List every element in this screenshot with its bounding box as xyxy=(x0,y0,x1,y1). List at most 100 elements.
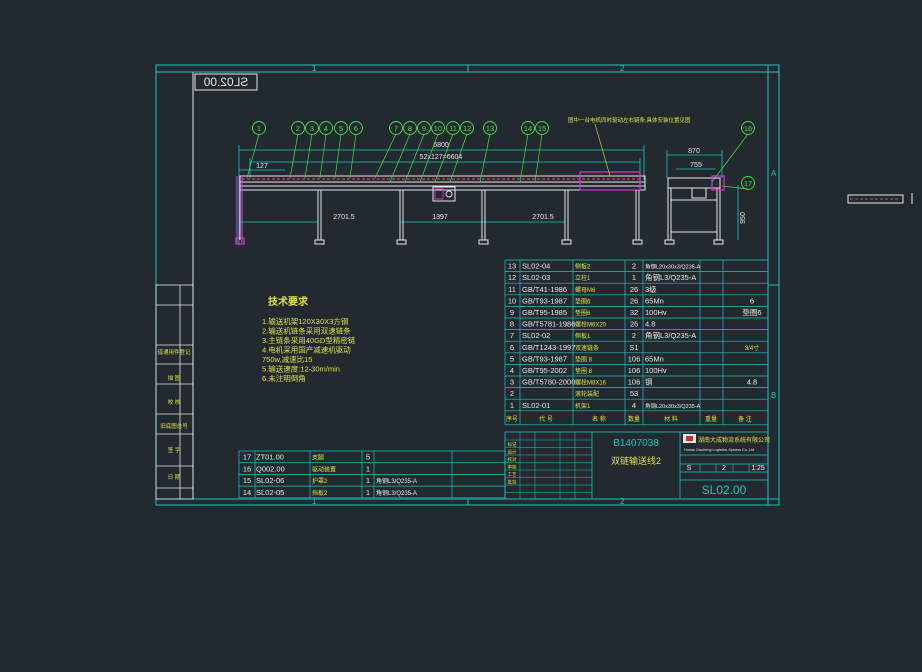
bom-cell-material: 角钢L3/Q235-A xyxy=(645,330,696,340)
dim-span-left: 2701.5 xyxy=(333,214,355,221)
bom-cell-material: 角钢L3/Q235-A xyxy=(645,272,696,282)
callout-leader xyxy=(246,133,260,179)
bom-cell-material: 100Hv xyxy=(645,366,667,375)
callout-balloon xyxy=(305,121,319,135)
zone-bottom-1: 1 xyxy=(312,497,317,506)
mirrored-title-box: SL02.00 xyxy=(194,73,258,91)
sign-row-label: 审核 xyxy=(508,464,517,471)
callout-leader xyxy=(449,133,468,183)
callout-balloon xyxy=(349,121,363,135)
callout-number: 4 xyxy=(324,124,328,133)
bom-lower-qty: 1 xyxy=(366,464,370,473)
bom-cell-qty: 53 xyxy=(630,389,638,398)
notes-item: 6.未注明倒角 xyxy=(262,373,306,383)
bom-cell-qty: 26 xyxy=(630,320,638,329)
bom-header-cell: 代 号 xyxy=(539,415,553,423)
bom-cell-material: 角钢L20x30x3/Q235-A xyxy=(645,263,701,271)
left-strip-label: 描 图 xyxy=(168,374,181,382)
bom-cell-no: 5 xyxy=(510,354,514,363)
sign-row-label: 工艺 xyxy=(508,472,517,477)
drawing-scale: 1:25 xyxy=(751,465,765,472)
bom-lower-no: 17 xyxy=(243,453,251,462)
bom-cell-name: 垫圈6 xyxy=(575,297,591,305)
bom-cell-qty: 32 xyxy=(630,308,638,317)
notes-item: 750w,减速比15 xyxy=(262,354,312,364)
bom-cell-name: 螺栓M8X16 xyxy=(575,379,607,387)
bom-cell-no: 9 xyxy=(510,308,514,317)
bom-cell-note: 垫圈6 xyxy=(742,307,761,317)
bom-header-cell: 序号 xyxy=(506,415,518,423)
bom-cell-name: 螺栓M6X20 xyxy=(575,321,607,329)
bom-cell-material: 65Mn xyxy=(645,296,664,305)
callout-number: 3 xyxy=(310,124,314,133)
callout-leader xyxy=(349,133,357,179)
notes-item: 2.输送机链条采用双速链条 xyxy=(262,326,351,336)
bom-lower-code: Q002.00 xyxy=(256,464,285,473)
callout-leader xyxy=(711,133,749,183)
callout-number: 1 xyxy=(257,124,261,133)
callout-balloon xyxy=(741,121,755,135)
bom-lower-no: 15 xyxy=(243,476,251,485)
callout-leader xyxy=(389,133,411,183)
zone-top-2: 2 xyxy=(620,64,625,73)
callout-number: 16 xyxy=(744,124,752,133)
callout-balloon xyxy=(417,121,431,135)
bom-cell-code: GB/T95-2002 xyxy=(522,366,567,375)
top-annotation: 图中一台电机同时驱动左右链条,具体安装位置见图 xyxy=(568,116,691,124)
bom-header-cell: 备 注 xyxy=(738,415,752,423)
bom-cell-code: SL02-04 xyxy=(522,262,550,271)
bom-cell-qty: 4 xyxy=(632,401,636,410)
callout-balloon xyxy=(483,121,497,135)
dim-width-outer: 870 xyxy=(688,148,700,155)
callout-number: 2 xyxy=(296,124,300,133)
dim-height: 950 xyxy=(740,212,747,224)
bom-cell-qty: 26 xyxy=(630,285,638,294)
zone-bottom-2: 2 xyxy=(620,497,625,506)
bom-lower-name: 挡板2 xyxy=(312,489,328,497)
callout-leader xyxy=(304,133,313,179)
bom-cell-no: 13 xyxy=(508,262,516,271)
bom-lower-name: 护罩2 xyxy=(312,477,328,485)
callout-balloon xyxy=(741,176,755,190)
callout-number: 8 xyxy=(408,124,412,133)
callout-number: 12 xyxy=(463,124,471,133)
bom-lower-material: 角钢L3/Q235-A xyxy=(376,477,417,485)
sheet-qty: 2 xyxy=(722,465,726,472)
callout-number: 9 xyxy=(422,124,426,133)
bom-lower-material: 角钢L3/Q235-A xyxy=(376,489,417,497)
bom-cell-no: 11 xyxy=(508,285,516,294)
zone-right-a: A xyxy=(771,169,777,178)
bom-cell-material: 65Mn xyxy=(645,354,664,363)
highlight-marks xyxy=(235,171,641,245)
bom-lower-name: 驱动装置 xyxy=(312,465,336,473)
stage-mark: S xyxy=(687,465,692,472)
notes-item: 3.主链条采用40GD型精密链 xyxy=(262,335,356,345)
bom-cell-no: 12 xyxy=(508,273,516,282)
bom-cell-qty: 106 xyxy=(628,354,641,363)
bom-cell-no: 1 xyxy=(510,401,514,410)
bom-cell-code: GB/T93-1987 xyxy=(522,296,567,305)
legs xyxy=(239,190,643,245)
bom-cell-code: GB/T5781-1986 xyxy=(522,320,575,329)
bom-cell-code: SL02-01 xyxy=(522,401,550,410)
callout-number: 14 xyxy=(524,124,532,133)
callout-leader xyxy=(289,133,299,179)
bom-header-cell: 材 料 xyxy=(664,415,678,423)
notes-item: 5.输送速度:12-30m/min xyxy=(262,364,340,374)
doc-number: B1407038 xyxy=(613,438,659,449)
sign-row-label: 批准 xyxy=(508,479,517,486)
bom-cell-note: 6 xyxy=(750,296,754,305)
bom-cell-code: SL02-03 xyxy=(522,273,550,282)
callout-balloon xyxy=(521,121,535,135)
bom-cell-name: 机架1 xyxy=(575,402,591,410)
callout-leader xyxy=(479,133,491,183)
left-strip-label: 日 期 xyxy=(168,474,181,481)
mirrored-title: SL02.00 xyxy=(203,75,248,89)
bom-cell-name: 垫圈6 xyxy=(575,309,591,317)
bom-cell-no: 6 xyxy=(510,343,514,352)
bom-cell-material: 3级 xyxy=(645,284,657,294)
stray-fragment xyxy=(847,193,913,204)
callout-number: 10 xyxy=(434,124,442,133)
